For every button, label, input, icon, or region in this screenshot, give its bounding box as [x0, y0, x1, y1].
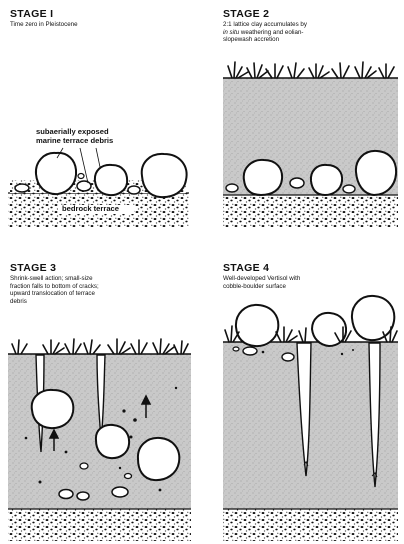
- stage-4-boulder: [352, 296, 394, 340]
- stage-4-bedrock: [223, 509, 398, 541]
- stage-4-boulder: [312, 313, 346, 346]
- stage-4-boulder: [236, 305, 278, 346]
